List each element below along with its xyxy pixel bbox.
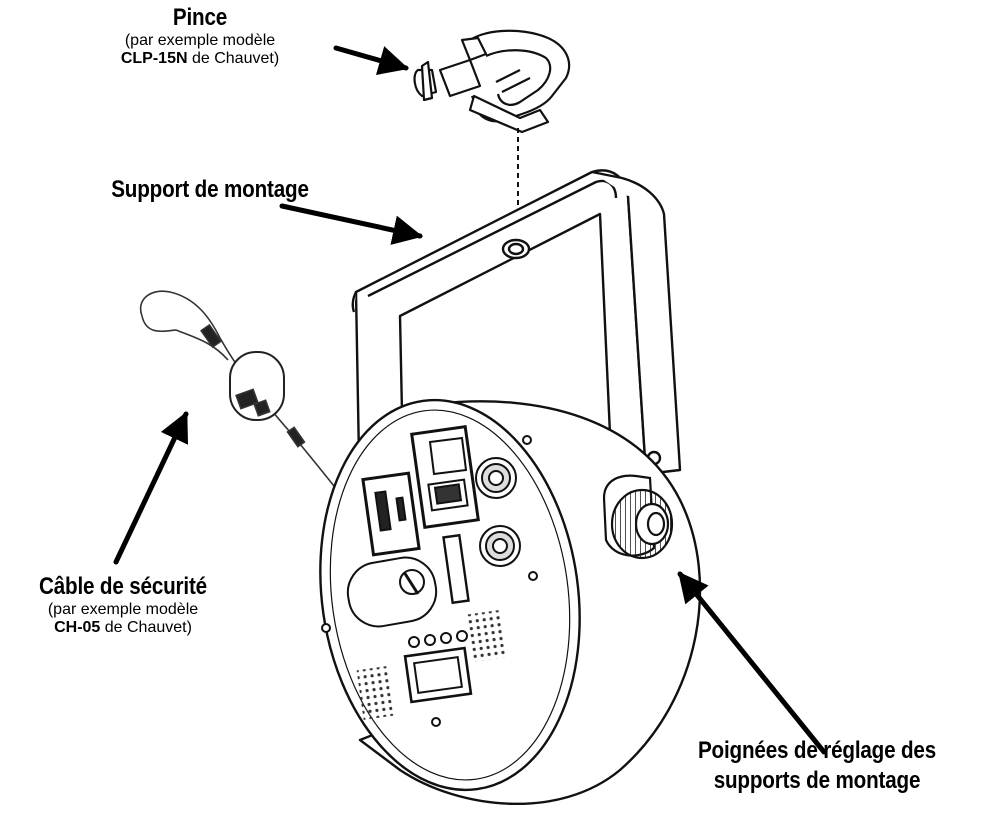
label-mounting-bracket-title: Support de montage: [111, 176, 309, 203]
label-adjustment-knobs-line1: Poignées de réglage des: [697, 737, 937, 764]
label-clamp-brand: de Chauvet): [187, 49, 280, 67]
clamp-drawing: [413, 29, 571, 134]
label-mounting-bracket: Support de montage: [60, 176, 360, 204]
arrow-to-cable: [113, 411, 189, 565]
pointer-arrows: [113, 45, 827, 755]
label-clamp: Pince (par exemple modèle CLP-15N de Cha…: [40, 4, 360, 68]
safety-cable-drawing: [139, 290, 335, 487]
label-adjustment-knobs-line2: supports de montage: [713, 767, 921, 794]
label-clamp-sub-line1: (par exemple modèle: [124, 31, 276, 49]
adjustment-knob-drawing: [602, 474, 674, 560]
mounting-bracket-drawing: [351, 169, 682, 516]
label-clamp-sub-line2: CLP-15N de Chauvet): [40, 50, 360, 68]
label-clamp-model: CLP-15N: [120, 49, 188, 67]
arrow-to-knob: [677, 571, 827, 755]
label-safety-cable-model: CH-05: [54, 618, 101, 636]
label-clamp-title: Pince: [172, 4, 228, 31]
label-safety-cable-sub-line1: (par exemple modèle: [47, 600, 199, 618]
arrow-to-clamp: [333, 45, 409, 76]
rear-panel-drawing: [321, 425, 538, 727]
label-safety-cable: Câble de sécurité (par exemple modèle CH…: [0, 573, 246, 637]
label-safety-cable-brand: de Chauvet): [100, 618, 192, 636]
arrow-to-bracket: [279, 203, 423, 245]
label-adjustment-knobs: Poignées de réglage des supports de mont…: [650, 736, 984, 796]
label-safety-cable-sub-line2: CH-05 de Chauvet): [0, 619, 246, 637]
label-safety-cable-title: Câble de sécurité: [38, 573, 207, 600]
